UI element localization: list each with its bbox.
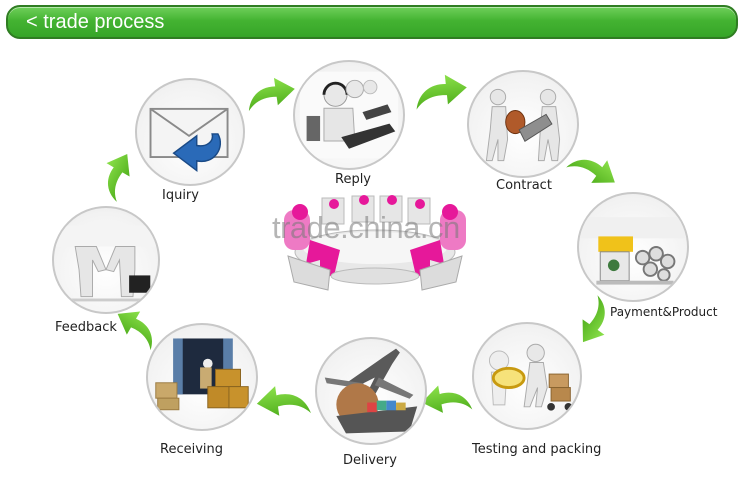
- header-bar: < trade process: [6, 5, 738, 39]
- step-inquiry[interactable]: [135, 78, 245, 186]
- step-feedback[interactable]: [52, 206, 160, 314]
- handshake-icon: [54, 225, 158, 302]
- step-label-delivery: Delivery: [343, 453, 397, 468]
- arrow-inquiry-to-reply: [243, 72, 300, 117]
- inspection-cart-icon: [488, 343, 573, 411]
- step-delivery[interactable]: [315, 337, 427, 445]
- container-boxes-icon: [155, 338, 249, 411]
- step-payment[interactable]: [577, 192, 689, 302]
- step-reply[interactable]: [293, 60, 405, 170]
- step-label-receiving: Receiving: [160, 442, 224, 457]
- arrow-reply-to-contract: [411, 69, 471, 115]
- step-label-testing: Testing and packing: [472, 442, 602, 457]
- step-label-reply: Reply: [335, 172, 372, 187]
- step-contract[interactable]: [467, 70, 579, 178]
- call-center-icon: [299, 71, 399, 159]
- arrow-delivery-to-receiving: [253, 379, 314, 424]
- step-label-payment: Payment&Product: [610, 305, 718, 319]
- contract-handover-icon: [485, 88, 561, 162]
- step-label-contract: Contract: [496, 178, 552, 193]
- envelope-reply-icon: [149, 107, 229, 172]
- plane-ship-globe-icon: [324, 348, 418, 434]
- step-testing[interactable]: [472, 322, 582, 430]
- watermark: trade.china.cn: [272, 210, 460, 245]
- step-receiving[interactable]: [146, 323, 258, 431]
- step-label-inquiry: Iquiry: [162, 188, 199, 203]
- step-label-feedback: Feedback: [55, 320, 117, 335]
- production-machine-icon: [579, 217, 687, 285]
- page-title[interactable]: < trade process: [26, 11, 165, 33]
- meeting-table-icon: [284, 195, 466, 291]
